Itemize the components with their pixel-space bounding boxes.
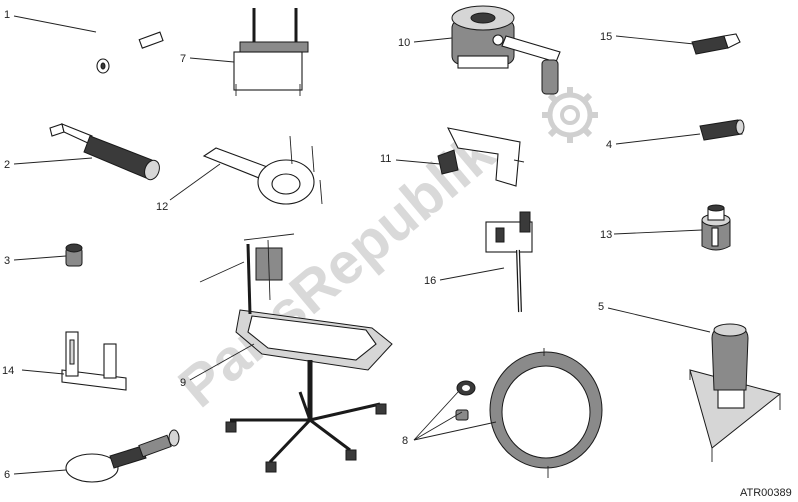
part-14-fork-plate	[61, 331, 127, 391]
callout-11: 11	[380, 153, 391, 165]
part-12-ring-holder	[202, 135, 323, 205]
callout-14: 14	[2, 365, 14, 377]
part-6-strap-wrench	[65, 429, 180, 483]
callout-1: 1	[4, 9, 10, 21]
part-10-crank-tool	[451, 5, 561, 95]
callout-12: 12	[156, 201, 168, 213]
part-8-ring-set	[455, 348, 603, 478]
callout-16: 16	[424, 275, 436, 287]
part-1-hook-tool	[96, 11, 164, 74]
callout-10: 10	[398, 37, 410, 49]
callout-9: 9	[180, 377, 186, 389]
callout-6: 6	[4, 469, 10, 481]
part-5-press-tool	[689, 323, 782, 462]
reference-code: ATR00389	[740, 487, 792, 499]
callout-13: 13	[600, 229, 612, 241]
callout-labels: 1 2 3 4 5 6 7 8 9 10 11 12 13 14 15 16	[2, 9, 612, 481]
callout-15: 15	[600, 31, 612, 43]
callout-3: 3	[4, 255, 10, 267]
gear-icon	[542, 87, 598, 143]
leader-lines	[13, 15, 711, 475]
part-15-pin	[691, 33, 741, 55]
part-3-bushing	[65, 243, 83, 267]
part-11-bracket	[437, 127, 525, 187]
callout-2: 2	[4, 159, 10, 171]
callout-4: 4	[606, 139, 612, 151]
part-16-gauge	[485, 211, 533, 313]
callout-5: 5	[598, 301, 604, 313]
part-7-pin-plate	[233, 8, 309, 96]
part-9-work-stand	[199, 233, 393, 473]
part-4-pin	[699, 119, 745, 141]
part-13-sleeve	[701, 204, 731, 251]
callout-8: 8	[402, 435, 408, 447]
part-2-punch-tool	[49, 123, 160, 181]
callout-7: 7	[180, 53, 186, 65]
